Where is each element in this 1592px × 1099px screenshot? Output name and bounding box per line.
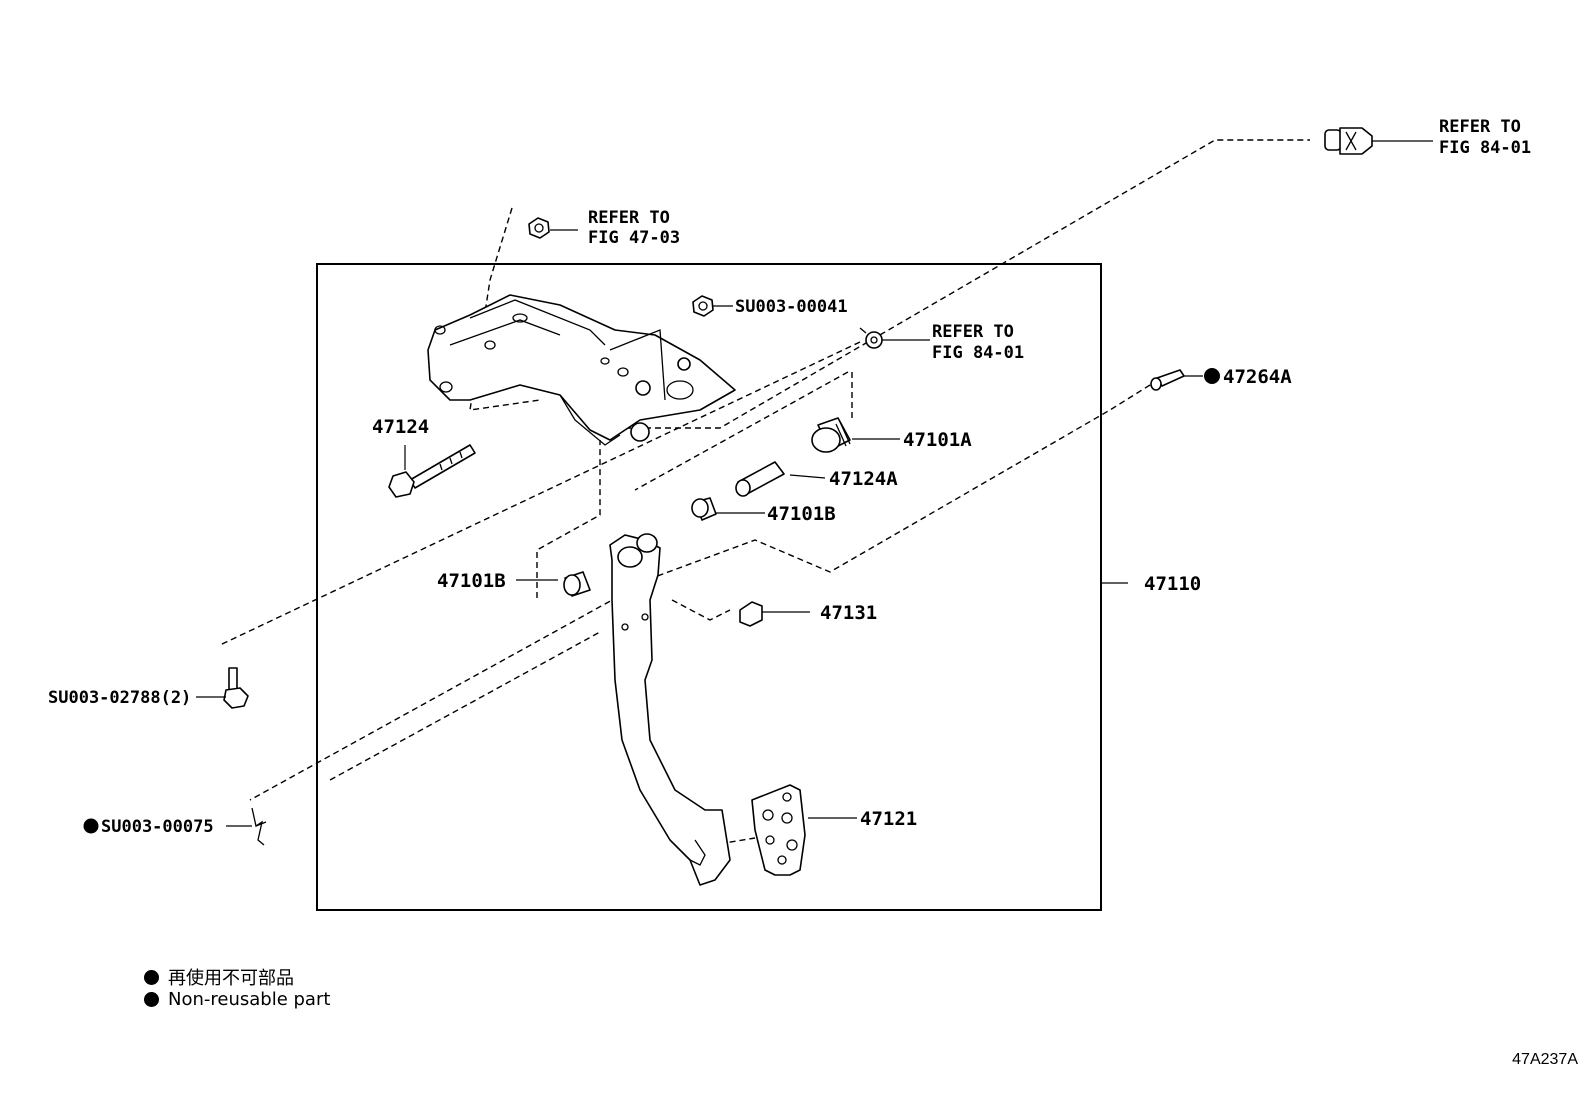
bolt-icon-47124 (388, 444, 476, 498)
ref-fig-84-01-top-line1: REFER TO (1439, 117, 1521, 137)
ref-fig-84-01-top-line2: FIG 84-01 (1439, 138, 1531, 158)
brake-pedal-arm (609, 533, 731, 886)
ref-fig-47-03-line2: FIG 47-03 (588, 228, 680, 248)
non-reusable-mark-47264a (1204, 368, 1220, 384)
ref-fig-47-03-line1: REFER TO (588, 208, 670, 228)
stopper-icon-47101a (811, 417, 851, 453)
label-47131: 47131 (820, 602, 877, 624)
legend-english: Non-reusable part (144, 989, 330, 1010)
label-47124: 47124 (372, 416, 429, 438)
clip-icon-47264a (1150, 369, 1185, 391)
assembly-frame-47110 (316, 263, 1102, 911)
bushing-icon-47101b-left (563, 571, 591, 597)
nut-icon-fig-47-03 (528, 217, 550, 239)
label-47124a: 47124A (829, 468, 898, 490)
label-47101b-left: 47101B (437, 570, 506, 592)
cushion-icon-47131 (739, 601, 763, 627)
nut-icon-su003-00041 (692, 295, 714, 317)
label-47264a: 47264A (1223, 366, 1292, 388)
label-47101b-right: 47101B (767, 503, 836, 525)
legend-japanese-text: 再使用不可部品 (168, 968, 294, 989)
label-su003-02788: SU003-02788(2) (48, 688, 191, 708)
legend-english-text: Non-reusable part (168, 989, 331, 1010)
ref-fig-84-01-mid-line1: REFER TO (932, 322, 1014, 342)
label-47121: 47121 (860, 808, 917, 830)
pedal-support-bracket (427, 294, 736, 446)
non-reusable-dot-icon (144, 992, 159, 1007)
pedal-pad (751, 784, 806, 876)
non-reusable-dot-icon (144, 969, 159, 985)
label-su003-00075: SU003-00075 (101, 817, 214, 837)
pin-icon-su003-00075 (251, 807, 267, 846)
collar-icon-47124a (735, 461, 785, 497)
stop-lamp-switch-icon (1324, 127, 1373, 155)
label-47101a: 47101A (903, 429, 972, 451)
drawing-code: 47A237A (1512, 1051, 1578, 1068)
assembly-guide-lines (219, 139, 1310, 848)
legend-japanese: 再使用不可部品 (144, 964, 294, 990)
label-47110: 47110 (1144, 573, 1201, 595)
ref-fig-84-01-mid-line2: FIG 84-01 (932, 343, 1024, 363)
non-reusable-mark-su003-00075 (83, 818, 99, 834)
bolt-icon-su003-02788 (223, 667, 249, 709)
bushing-icon-47101b-right (691, 497, 717, 521)
label-su003-00041: SU003-00041 (735, 297, 848, 317)
